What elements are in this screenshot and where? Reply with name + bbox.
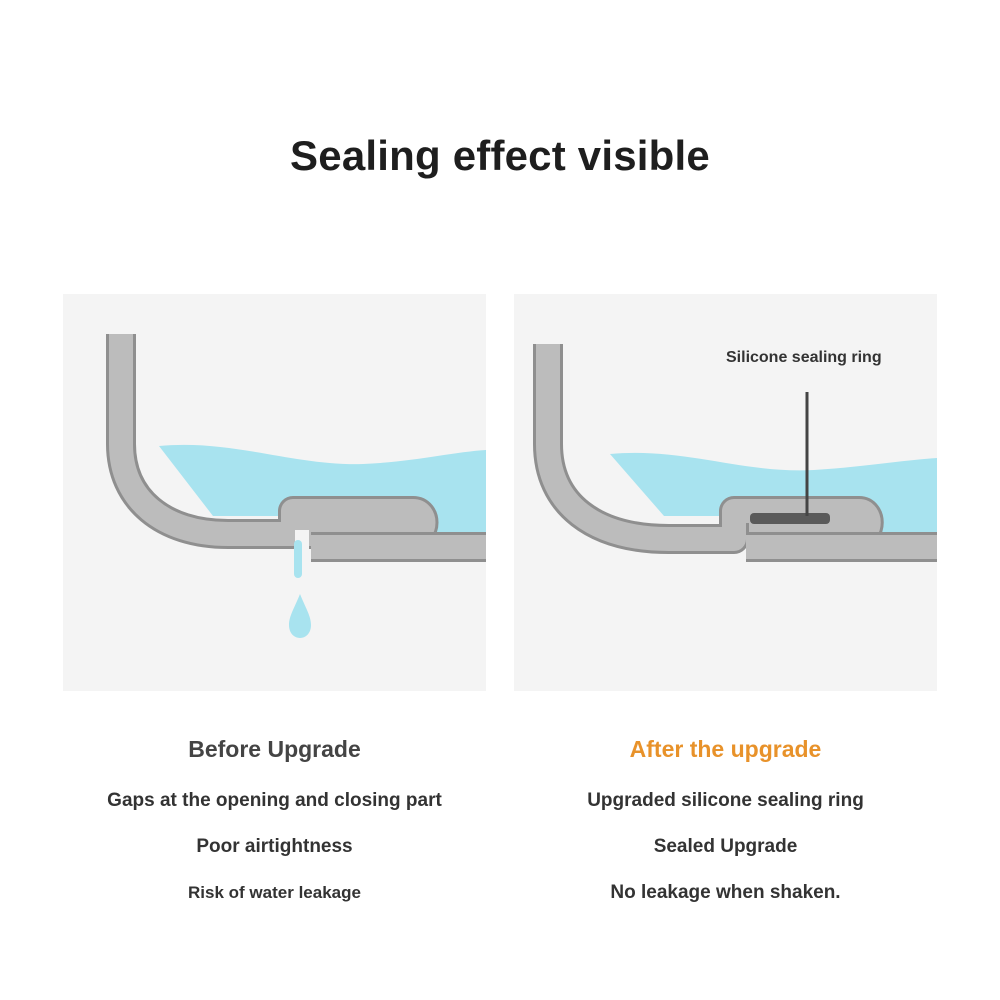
- after-point-2: Sealed Upgrade: [653, 836, 798, 857]
- before-diagram: [106, 334, 486, 638]
- silicone-sealing-ring: [750, 513, 830, 524]
- page-title: Sealing effect visible: [290, 132, 710, 179]
- before-point-3: Risk of water leakage: [188, 883, 361, 902]
- before-heading: Before Upgrade: [188, 736, 361, 762]
- before-upgrade-column: Before Upgrade Gaps at the opening and c…: [63, 733, 486, 927]
- after-point-3: No leakage when shaken.: [610, 882, 841, 903]
- before-point-1: Gaps at the opening and closing part: [107, 790, 442, 811]
- before-point-2: Poor airtightness: [196, 836, 353, 857]
- after-heading: After the upgrade: [629, 736, 822, 762]
- after-point-1: Upgraded silicone sealing ring: [587, 790, 864, 811]
- water-drop-icon: [289, 594, 311, 638]
- silicone-ring-callout: Silicone sealing ring: [726, 349, 882, 366]
- after-diagram-panel: Silicone sealing ring: [514, 294, 937, 691]
- after-diagram: [533, 344, 937, 562]
- before-diagram-panel: [63, 294, 486, 691]
- after-upgrade-column: After the upgrade Upgraded silicone seal…: [514, 733, 937, 927]
